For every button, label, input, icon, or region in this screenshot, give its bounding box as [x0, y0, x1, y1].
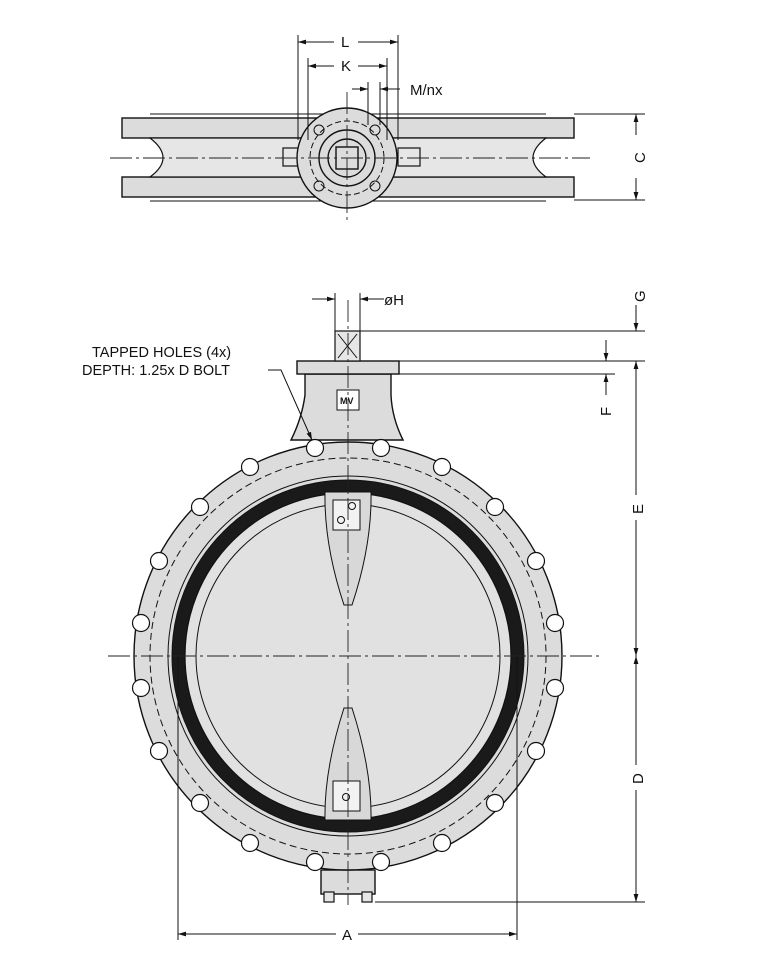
dim-label-M: M/nx	[410, 82, 443, 99]
note-leader	[268, 369, 313, 441]
front-view: MV	[82, 290, 649, 944]
dim-label-H: øH	[384, 292, 404, 309]
dim-label-C: C	[632, 152, 649, 163]
dim-label-F: F	[598, 407, 615, 416]
flange-bolt-holes	[131, 438, 565, 872]
dim-label-E: E	[630, 504, 647, 514]
dim-label-D: D	[630, 773, 647, 784]
dim-label-G: G	[632, 290, 649, 302]
note-line-1: TAPPED HOLES (4x)	[92, 345, 231, 361]
logo-mark: MV	[340, 396, 354, 406]
dim-label-A: A	[342, 927, 352, 944]
dim-label-L: L	[341, 34, 349, 51]
dim-label-K: K	[341, 58, 351, 75]
top-view: L K M/nx C	[110, 34, 649, 222]
note-line-2: DEPTH: 1.25x D BOLT	[82, 363, 230, 379]
